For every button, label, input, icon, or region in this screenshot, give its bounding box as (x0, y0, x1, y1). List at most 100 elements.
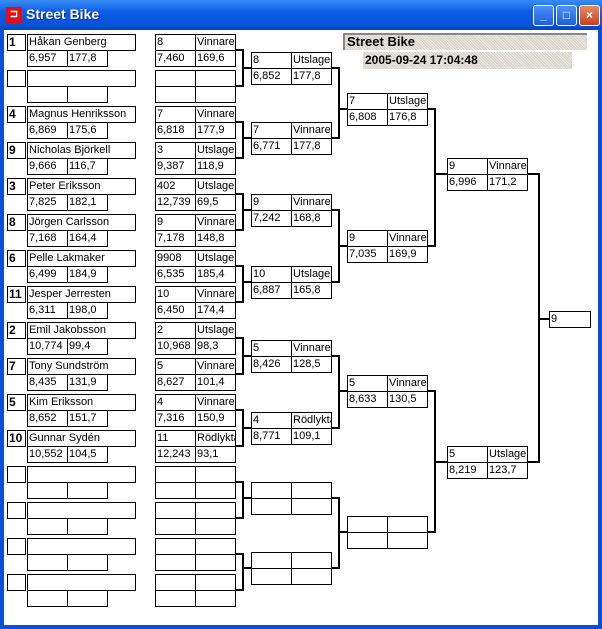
opponent-number[interactable] (251, 552, 292, 569)
trap-speed: 98,3 (195, 338, 236, 355)
elapsed-time: 6,818 (155, 122, 196, 139)
opponent-number[interactable] (155, 502, 196, 519)
result-status: Vinnare (291, 194, 332, 211)
trap-speed (67, 518, 108, 535)
opponent-number[interactable]: 5 (251, 340, 292, 357)
rider-name[interactable] (27, 466, 136, 483)
opponent-number[interactable]: 9 (347, 230, 388, 247)
elapsed-time (347, 532, 388, 549)
opponent-number[interactable]: 402 (155, 178, 196, 195)
rider-name[interactable]: Jörgen Carlsson (27, 214, 136, 231)
close-button[interactable]: × (579, 5, 600, 26)
rider-name[interactable]: Magnus Henriksson (27, 106, 136, 123)
opponent-number[interactable]: 10 (251, 266, 292, 283)
opponent-number[interactable]: 4 (251, 412, 292, 429)
result-status (195, 538, 236, 555)
trap-speed: 176,8 (387, 109, 428, 126)
trap-speed (67, 482, 108, 499)
opponent-number[interactable]: 10 (155, 286, 196, 303)
rider-name[interactable] (27, 538, 136, 555)
result-status: Utslagen (291, 52, 332, 69)
opponent-number[interactable] (155, 70, 196, 87)
opponent-number[interactable]: 3 (155, 142, 196, 159)
elapsed-time: 8,771 (251, 428, 292, 445)
trap-speed: 177,9 (195, 122, 236, 139)
opponent-number[interactable]: 8 (251, 52, 292, 69)
title-bar[interactable]: ⊐ Street Bike _ □ × (0, 0, 602, 30)
opponent-number[interactable]: 5 (447, 446, 488, 463)
rider-name[interactable]: Jesper Jerresten (27, 286, 136, 303)
elapsed-time (251, 568, 292, 585)
opponent-number[interactable]: 5 (155, 358, 196, 375)
trap-speed (195, 518, 236, 535)
elapsed-time: 6,887 (251, 282, 292, 299)
seed-number (7, 538, 26, 555)
rider-name[interactable]: Nicholas Björkell (27, 142, 136, 159)
opponent-number[interactable]: 2 (155, 322, 196, 339)
seed-number: 5 (7, 394, 26, 411)
opponent-number[interactable]: 11 (155, 430, 196, 447)
rider-name[interactable]: Gunnar Sydén (27, 430, 136, 447)
elapsed-time: 8,633 (347, 391, 388, 408)
elapsed-time: 12,243 (155, 446, 196, 463)
elapsed-time: 9,387 (155, 158, 196, 175)
rider-name[interactable] (27, 574, 136, 591)
elapsed-time: 6,996 (447, 174, 488, 191)
seed-number (7, 574, 26, 591)
minimize-button[interactable]: _ (533, 5, 554, 26)
opponent-number[interactable]: 4 (155, 394, 196, 411)
rider-name[interactable] (27, 70, 136, 87)
trap-speed: 99,4 (67, 338, 108, 355)
result-status: Vinnare (195, 358, 236, 375)
trap-speed: 104,5 (67, 446, 108, 463)
opponent-number[interactable] (251, 482, 292, 499)
opponent-number[interactable]: 8 (155, 34, 196, 51)
opponent-number[interactable]: 9908 (155, 250, 196, 267)
elapsed-time: 7,316 (155, 410, 196, 427)
reaction-time: 8,435 (27, 374, 68, 391)
opponent-number[interactable]: 9 (155, 214, 196, 231)
result-status: Vinnare (387, 230, 428, 247)
elapsed-time: 8,426 (251, 356, 292, 373)
trap-speed: 168,8 (291, 210, 332, 227)
reaction-time (27, 554, 68, 571)
maximize-button[interactable]: □ (556, 5, 577, 26)
elapsed-time: 7,178 (155, 230, 196, 247)
elapsed-time: 6,535 (155, 266, 196, 283)
bracket-connectors (236, 49, 549, 591)
opponent-number[interactable] (155, 538, 196, 555)
trap-speed: 177,8 (291, 138, 332, 155)
elapsed-time (155, 554, 196, 571)
opponent-number[interactable]: 5 (347, 375, 388, 392)
rider-name[interactable]: Håkan Genberg (27, 34, 136, 51)
rider-name[interactable]: Pelle Lakmaker (27, 250, 136, 267)
result-status: Vinnare (487, 158, 528, 175)
opponent-number[interactable]: 7 (155, 106, 196, 123)
elapsed-time: 6,771 (251, 138, 292, 155)
rider-name[interactable]: Peter Eriksson (27, 178, 136, 195)
result-status: Vinnare (387, 375, 428, 392)
trap-speed (67, 86, 108, 103)
opponent-number[interactable]: 9 (447, 158, 488, 175)
trap-speed: 174,4 (195, 302, 236, 319)
rider-name[interactable]: Kim Eriksson (27, 394, 136, 411)
reaction-time (27, 86, 68, 103)
opponent-number[interactable] (155, 466, 196, 483)
opponent-number[interactable] (155, 574, 196, 591)
opponent-number[interactable] (347, 516, 388, 533)
opponent-number[interactable]: 7 (347, 93, 388, 110)
result-status: Vinnare (291, 122, 332, 139)
elapsed-time (155, 518, 196, 535)
reaction-time (27, 518, 68, 535)
reaction-time: 8,652 (27, 410, 68, 427)
trap-speed: 123,7 (487, 462, 528, 479)
opponent-number[interactable]: 9 (251, 194, 292, 211)
trap-speed (387, 532, 428, 549)
result-status (387, 516, 428, 533)
seed-number (7, 70, 26, 87)
rider-name[interactable] (27, 502, 136, 519)
opponent-number[interactable]: 7 (251, 122, 292, 139)
rider-name[interactable]: Emil Jakobsson (27, 322, 136, 339)
reaction-time: 10,552 (27, 446, 68, 463)
rider-name[interactable]: Tony Sundström (27, 358, 136, 375)
